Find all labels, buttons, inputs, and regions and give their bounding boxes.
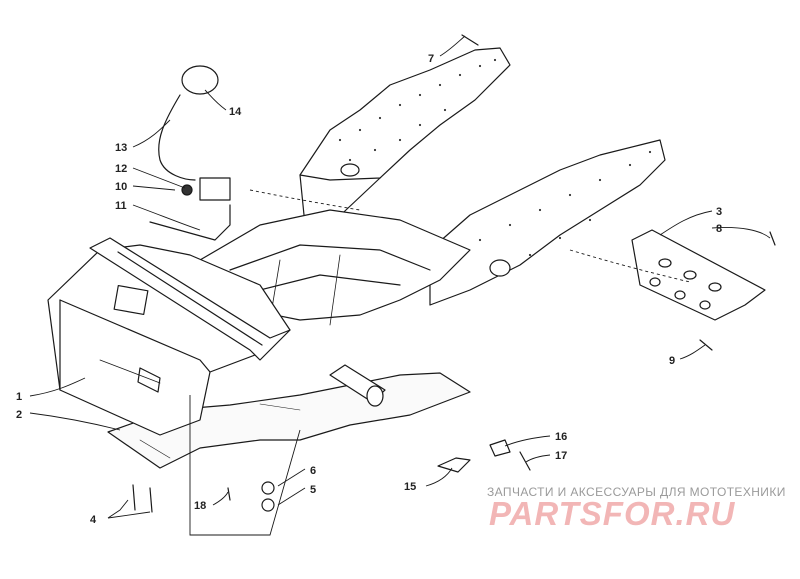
callout-3: 3	[716, 206, 722, 218]
nut-5	[261, 498, 275, 512]
bolt-4b	[149, 487, 153, 513]
clamp-ring-part	[181, 65, 219, 95]
bolt-17	[519, 451, 531, 471]
callout-17: 17	[555, 450, 567, 462]
callout-13: 13	[115, 142, 127, 154]
hose-part	[158, 94, 196, 181]
bumper-plate	[631, 229, 766, 321]
callout-10: 10	[115, 181, 127, 193]
callout-14: 14	[229, 106, 242, 118]
axle-tube	[329, 364, 386, 407]
callout-6: 6	[310, 465, 316, 477]
watermark-logo: PARTSFOR.RU	[489, 495, 736, 532]
bolt-4a	[132, 484, 136, 511]
bolt-9	[699, 339, 713, 351]
callout-15: 15	[404, 481, 416, 493]
rivet-18	[227, 487, 231, 501]
nut-6	[261, 481, 275, 495]
callout-4: 4	[90, 514, 97, 526]
callout-16: 16	[555, 431, 567, 443]
tunnel-rail-lower	[429, 139, 666, 306]
bracket-16	[489, 439, 511, 457]
callout-5: 5	[310, 484, 316, 496]
callout-11: 11	[115, 200, 127, 212]
callout-18: 18	[194, 500, 206, 512]
callout-2: 2	[16, 409, 22, 421]
steering-post	[89, 237, 291, 361]
wire-part	[149, 204, 231, 241]
latch-15	[437, 457, 471, 473]
bolt-8	[769, 231, 776, 246]
callout-7: 7	[428, 53, 434, 65]
rivet-pattern	[338, 58, 652, 272]
callout-labels: 1 2 3 4 5 6 7 8 9 10 11 12 13 14 15 16 1…	[16, 53, 722, 526]
tunnel-rail-upper	[299, 47, 511, 226]
leader-lines	[29, 35, 771, 536]
callout-1: 1	[16, 391, 22, 403]
watermark-tagline: ЗАПЧАСТИ И АКСЕССУАРЫ ДЛЯ МОТОТЕХНИКИ	[487, 485, 786, 499]
callout-12: 12	[115, 163, 127, 175]
switch-block-part	[181, 177, 231, 201]
callout-9: 9	[669, 355, 675, 367]
callout-8: 8	[716, 223, 722, 235]
